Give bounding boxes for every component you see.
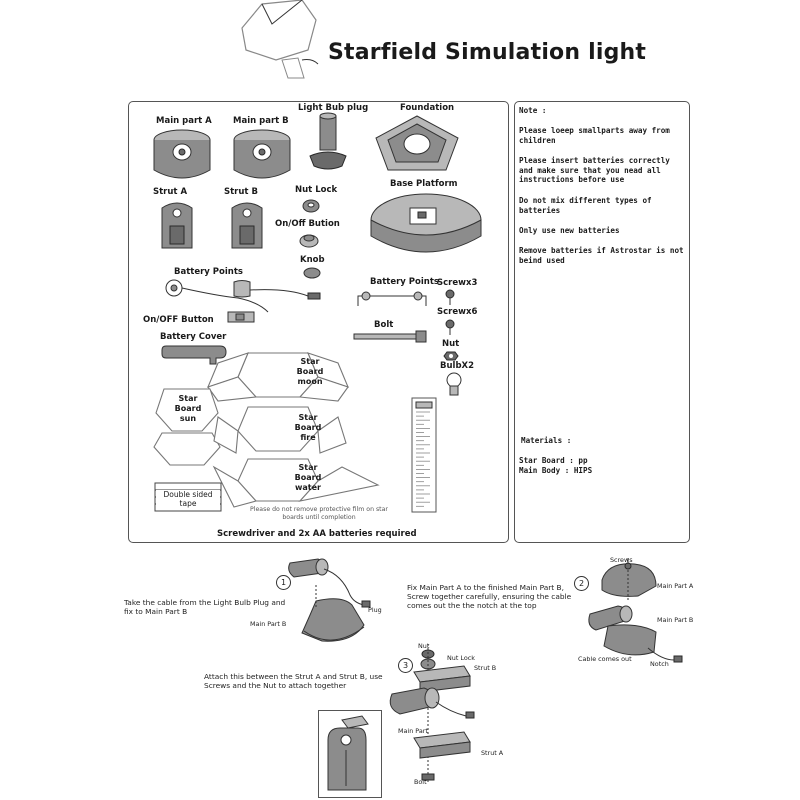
battery-wiring-drawing xyxy=(165,279,321,323)
label-battery-points-1: Battery Points xyxy=(174,267,243,277)
label-star-board-sun: Star Board sun xyxy=(174,394,202,423)
label-knob: Knob xyxy=(300,255,325,265)
label-star-board-fire: Star Board fire xyxy=(294,413,322,442)
lamp-illustration xyxy=(241,0,319,79)
label-screw-x3: Screwx3 xyxy=(437,278,478,288)
label-main-part-b: Main part B xyxy=(233,116,289,126)
battery-points-2-drawing xyxy=(357,291,427,306)
label-strut-a: Strut A xyxy=(153,187,188,197)
label-star-board-moon: Star Board moon xyxy=(296,357,324,386)
step2-drawing xyxy=(588,558,683,663)
on-off-button-drawing xyxy=(299,234,319,248)
note-item: Please loeep smallparts away from childr… xyxy=(519,126,670,145)
label-base-platform: Base Platform xyxy=(390,179,458,189)
note-item: Do not mix different types of batteries xyxy=(519,196,652,215)
nut-icon xyxy=(443,351,459,361)
step2-tag-main-part-b: Main Part B xyxy=(657,616,694,624)
step2-tag-main-part-a: Main Part A xyxy=(657,582,694,590)
footer-requirement: Screwdriver and 2x AA batteries required xyxy=(217,529,417,539)
step3-tag-strut-a: Strut A xyxy=(481,749,504,757)
parts-panel xyxy=(128,101,509,543)
page-title: Starfield Simulation light xyxy=(328,40,647,65)
battery-cover-drawing xyxy=(161,345,227,365)
note-item: Please insert batteries correctly and ma… xyxy=(519,156,670,184)
step3-tag-nut-lock: Nut Lock xyxy=(447,654,475,662)
step3-number: 3 xyxy=(398,658,413,673)
bulb-icon xyxy=(446,372,462,396)
step2-tag-notch: Notch xyxy=(650,660,669,668)
label-bulb-x2: BulbX2 xyxy=(440,361,474,371)
label-on-off-button-2: On/OFF Button xyxy=(143,315,214,325)
note-heading: Note : xyxy=(519,106,547,115)
step3-tag-nut: Nut xyxy=(418,642,430,650)
materials-item: Star Board : pp xyxy=(519,456,588,465)
step2-caption: Fix Main Part A to the finished Main Par… xyxy=(407,583,572,610)
label-battery-cover: Battery Cover xyxy=(160,332,227,342)
step3-tag-main-part: Main Part xyxy=(398,727,428,735)
materials-heading: Materials : xyxy=(521,436,572,445)
strut-a-drawing xyxy=(161,202,193,249)
star-boards-drawing xyxy=(153,352,380,508)
step2-number: 2 xyxy=(574,576,589,591)
step3-caption: Attach this between the Strut A and Stru… xyxy=(204,672,383,690)
materials-item: Main Body : HIPS xyxy=(519,466,593,475)
foundation-drawing xyxy=(375,115,459,171)
step1-drawing xyxy=(288,558,371,642)
label-foundation: Foundation xyxy=(400,103,455,113)
label-nut: Nut xyxy=(442,339,460,349)
label-bolt: Bolt xyxy=(374,320,394,330)
screw-icon xyxy=(445,289,455,305)
main-part-a-drawing xyxy=(153,129,211,179)
step2-tag-cable: Cable comes out xyxy=(578,655,632,663)
label-on-off-button-1: On/Off Bution xyxy=(275,219,340,229)
step3-tag-bolt: Bolt xyxy=(414,778,427,786)
protective-film-note: Please do not remove protective film on … xyxy=(250,506,388,521)
bolt-drawing xyxy=(353,330,427,343)
label-nut-lock: Nut Lock xyxy=(295,185,338,195)
notes-panel xyxy=(514,101,690,543)
screw-icon xyxy=(445,319,455,335)
base-platform-drawing xyxy=(370,193,482,253)
knob-drawing xyxy=(303,267,321,279)
ruler-drawing xyxy=(411,397,437,513)
label-main-part-a: Main part A xyxy=(156,116,212,126)
lamp-body-drawing xyxy=(327,715,369,791)
strut-b-drawing xyxy=(231,202,263,249)
step3-drawing xyxy=(389,644,475,782)
light-bulb-plug-drawing xyxy=(309,112,347,170)
step2-tag-screws: Screws xyxy=(610,556,633,564)
step1-caption: Take the cable from the Light Bulb Plug … xyxy=(124,598,286,616)
label-strut-b: Strut B xyxy=(224,187,258,197)
label-double-sided-tape: Double sided tape xyxy=(156,490,220,508)
label-screw-x6: Screwx6 xyxy=(437,307,478,317)
label-star-board-water: Star Board water xyxy=(294,463,322,492)
note-item: Only use new batteries xyxy=(519,226,620,235)
step1-tag-plug: Plug xyxy=(368,606,382,614)
step1-number: 1 xyxy=(276,575,291,590)
label-battery-points-2: Battery Points xyxy=(370,277,439,287)
note-item: Remove batteries if Astrostar is not bei… xyxy=(519,246,684,265)
nut-lock-drawing xyxy=(302,199,320,213)
label-light-bulb-plug: Light Bub plug xyxy=(298,103,369,113)
main-part-b-drawing xyxy=(233,129,291,179)
step3-tag-strut-b: Strut B xyxy=(474,664,497,672)
step1-tag-main-part-b: Main Part B xyxy=(250,620,287,628)
